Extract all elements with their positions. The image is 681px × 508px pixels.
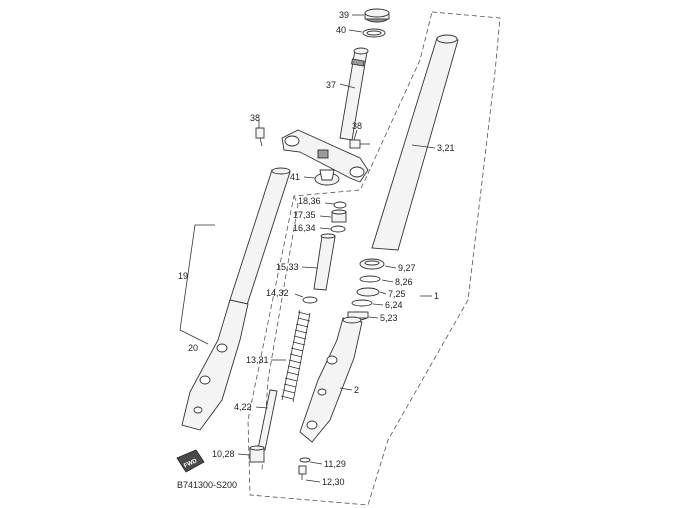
label-8-26: 8,26 <box>395 277 413 287</box>
label-6-24: 6,24 <box>385 300 403 310</box>
label-20: 20 <box>188 343 198 353</box>
label-3-21: 3,21 <box>437 143 455 153</box>
label-18-36: 18,36 <box>298 196 321 206</box>
label-5-23: 5,23 <box>380 313 398 323</box>
label-7-25: 7,25 <box>388 289 406 299</box>
part-38-bolt-right[interactable] <box>349 139 370 149</box>
part-20-outer-tube-left[interactable] <box>181 299 249 431</box>
part-19-inner-tube-left[interactable] <box>228 167 291 306</box>
label-4-22: 4,22 <box>234 402 252 412</box>
part-7-25-oil-seal[interactable] <box>356 287 380 297</box>
diagram-code: B741300-S200 <box>177 480 237 490</box>
label-9-27: 9,27 <box>398 263 416 273</box>
part-6-24-washer[interactable] <box>351 299 373 307</box>
lower-bracket[interactable] <box>281 129 369 183</box>
label-2: 2 <box>354 385 359 395</box>
label-17-35: 17,35 <box>293 210 316 220</box>
part-39-cap[interactable] <box>364 8 390 23</box>
part-13-31-spring[interactable] <box>280 309 311 403</box>
part-14-32-washer[interactable] <box>302 296 318 304</box>
label-12-30: 12,30 <box>322 477 345 487</box>
label-38-left: 38 <box>250 113 260 123</box>
part-16-34-o-ring[interactable] <box>330 225 346 233</box>
part-38-bolt-left[interactable] <box>255 127 265 147</box>
part-18-36-washer[interactable] <box>333 201 347 209</box>
fwd-badge-text: FWD <box>183 458 199 469</box>
assembly-outline-fork-1 <box>247 11 501 506</box>
label-40: 40 <box>336 25 346 35</box>
part-15-33-spacer[interactable] <box>313 233 336 291</box>
part-3-21-inner-tube-right[interactable] <box>371 34 459 251</box>
part-2-outer-tube-right[interactable] <box>299 316 363 443</box>
part-9-27-dust-seal[interactable] <box>359 258 385 270</box>
part-17-35-nut[interactable] <box>331 209 347 223</box>
label-14-32: 14,32 <box>266 288 289 298</box>
label-16-34: 16,34 <box>293 223 316 233</box>
label-39: 39 <box>339 10 349 20</box>
label-13-31: 13,31 <box>246 355 269 365</box>
fwd-direction-badge: FWD <box>176 449 205 473</box>
label-11-29: 11,29 <box>324 459 346 469</box>
label-19: 19 <box>178 271 188 281</box>
label-38-right: 38 <box>352 121 362 131</box>
part-40-ring[interactable] <box>362 28 386 38</box>
part-12-30-bolt[interactable] <box>298 465 307 480</box>
label-1: 1 <box>434 291 439 301</box>
part-10-28-oil-lock[interactable] <box>249 445 265 463</box>
label-10-28: 10,28 <box>212 449 235 459</box>
label-15-33: 15,33 <box>276 262 299 272</box>
part-41-cover[interactable] <box>314 169 340 186</box>
part-8-26-clip[interactable] <box>359 275 381 283</box>
part-11-29-gasket[interactable] <box>299 457 311 463</box>
part-4-22-damper-rod[interactable] <box>257 389 278 451</box>
label-41: 41 <box>290 172 300 182</box>
label-37: 37 <box>326 80 336 90</box>
